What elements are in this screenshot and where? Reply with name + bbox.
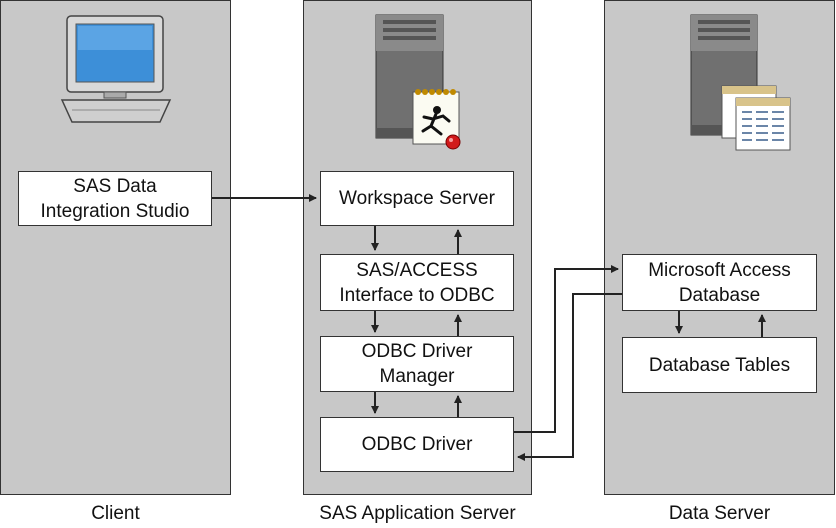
data-server-caption: Data Server [668,503,771,524]
app-server-caption: SAS Application Server [319,503,516,524]
workspace-server-box: Workspace Server [320,171,514,226]
arrow-access-to-driver [517,293,622,461]
database-tables-icon [721,85,791,151]
desktop-computer-icon [60,15,172,123]
database-tables-box: Database Tables [622,337,817,393]
odbc-driver-box: ODBC Driver [320,417,514,472]
client-caption: Client [91,503,140,524]
arrow-driver-to-access [514,265,619,433]
sas-access-interface-box: SAS/ACCESS Interface to ODBC [320,254,514,311]
odbc-driver-manager-box: ODBC Driver Manager [320,336,514,392]
ms-access-database-box: Microsoft Access Database [622,254,817,311]
running-process-icon [412,89,461,150]
sas-di-studio-box: SAS Data Integration Studio [18,171,212,226]
